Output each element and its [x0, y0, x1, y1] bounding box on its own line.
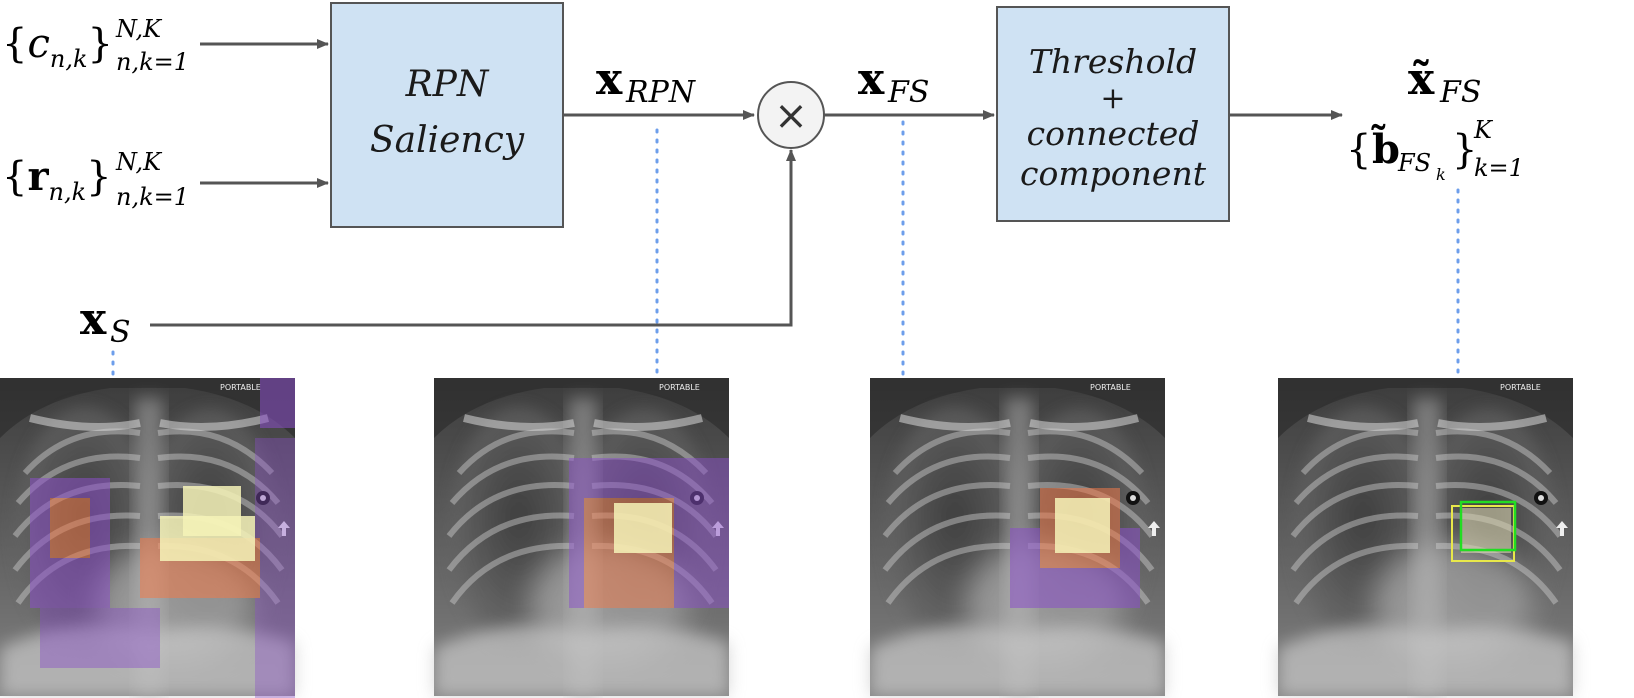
svg-text:x: x — [596, 54, 623, 105]
xray-portable-label: PORTABLE — [220, 383, 261, 392]
input-c-lim: n,k=1 — [116, 48, 189, 76]
svg-text:x: x — [80, 294, 107, 345]
svg-text:{: { — [1346, 127, 1371, 173]
svg-text:x: x — [858, 54, 885, 105]
signal-x-rpn-label: x RPN — [596, 54, 697, 110]
threshold-label-line3: connected — [1027, 114, 1200, 153]
arrow-xs-to-multiply — [150, 149, 796, 327]
rpn-saliency-block: RPN Saliency — [330, 2, 564, 228]
svg-text:k=1: k=1 — [1474, 154, 1524, 182]
svg-text:}: } — [1452, 127, 1477, 173]
threshold-block: Threshold + connected component — [996, 6, 1230, 222]
input-c-label: {cn,k} N,K n,k=1 — [2, 15, 189, 76]
svg-text:RPN: RPN — [625, 75, 697, 110]
xray-panel-output: PORTABLE — [1278, 378, 1573, 698]
svg-text:PORTABLE: PORTABLE — [1090, 383, 1131, 392]
svg-text:FS: FS — [1439, 75, 1481, 110]
xray-panel-xrpn: PORTABLE — [434, 378, 729, 698]
input-r-sup: N,K — [115, 148, 163, 176]
svg-text:PORTABLE: PORTABLE — [1500, 383, 1541, 392]
rpn-label-line2: Saliency — [370, 120, 525, 161]
signal-x-s-label: x S — [80, 294, 131, 350]
svg-text:k: k — [1436, 165, 1446, 184]
svg-text:K: K — [1473, 116, 1494, 144]
signal-b-fs-label: { b̃ FS k } K k=1 — [1346, 116, 1524, 184]
bbox-green — [1459, 500, 1517, 552]
input-r-lim: n,k=1 — [116, 183, 189, 211]
multiply-operator: × — [757, 81, 825, 149]
svg-text:x̃: x̃ — [1408, 54, 1435, 105]
threshold-label-line4: component — [1020, 154, 1207, 193]
input-r-label: {rn,k} N,K n,k=1 — [2, 148, 189, 211]
threshold-label-line2: + — [1100, 81, 1125, 116]
svg-text:b̃: b̃ — [1370, 125, 1400, 173]
svg-text:FS: FS — [1397, 149, 1431, 177]
signal-x-fs-tilde-label: x̃ FS — [1408, 54, 1481, 110]
svg-text:PORTABLE: PORTABLE — [659, 383, 700, 392]
threshold-label-line1: Threshold — [1029, 42, 1197, 81]
svg-text:S: S — [110, 315, 131, 350]
xray-panel-xfs: PORTABLE — [870, 378, 1165, 698]
svg-text:{rn,k}: {rn,k} — [2, 153, 112, 206]
xray-panel-xs: PORTABLE — [0, 378, 295, 698]
input-c-sup: N,K — [115, 15, 163, 43]
rpn-label-line1: RPN — [405, 64, 490, 105]
svg-text:{cn,k}: {cn,k} — [2, 21, 113, 73]
signal-x-fs-label: x FS — [858, 54, 929, 110]
svg-text:FS: FS — [887, 75, 929, 110]
svg-text:×: × — [774, 93, 808, 139]
